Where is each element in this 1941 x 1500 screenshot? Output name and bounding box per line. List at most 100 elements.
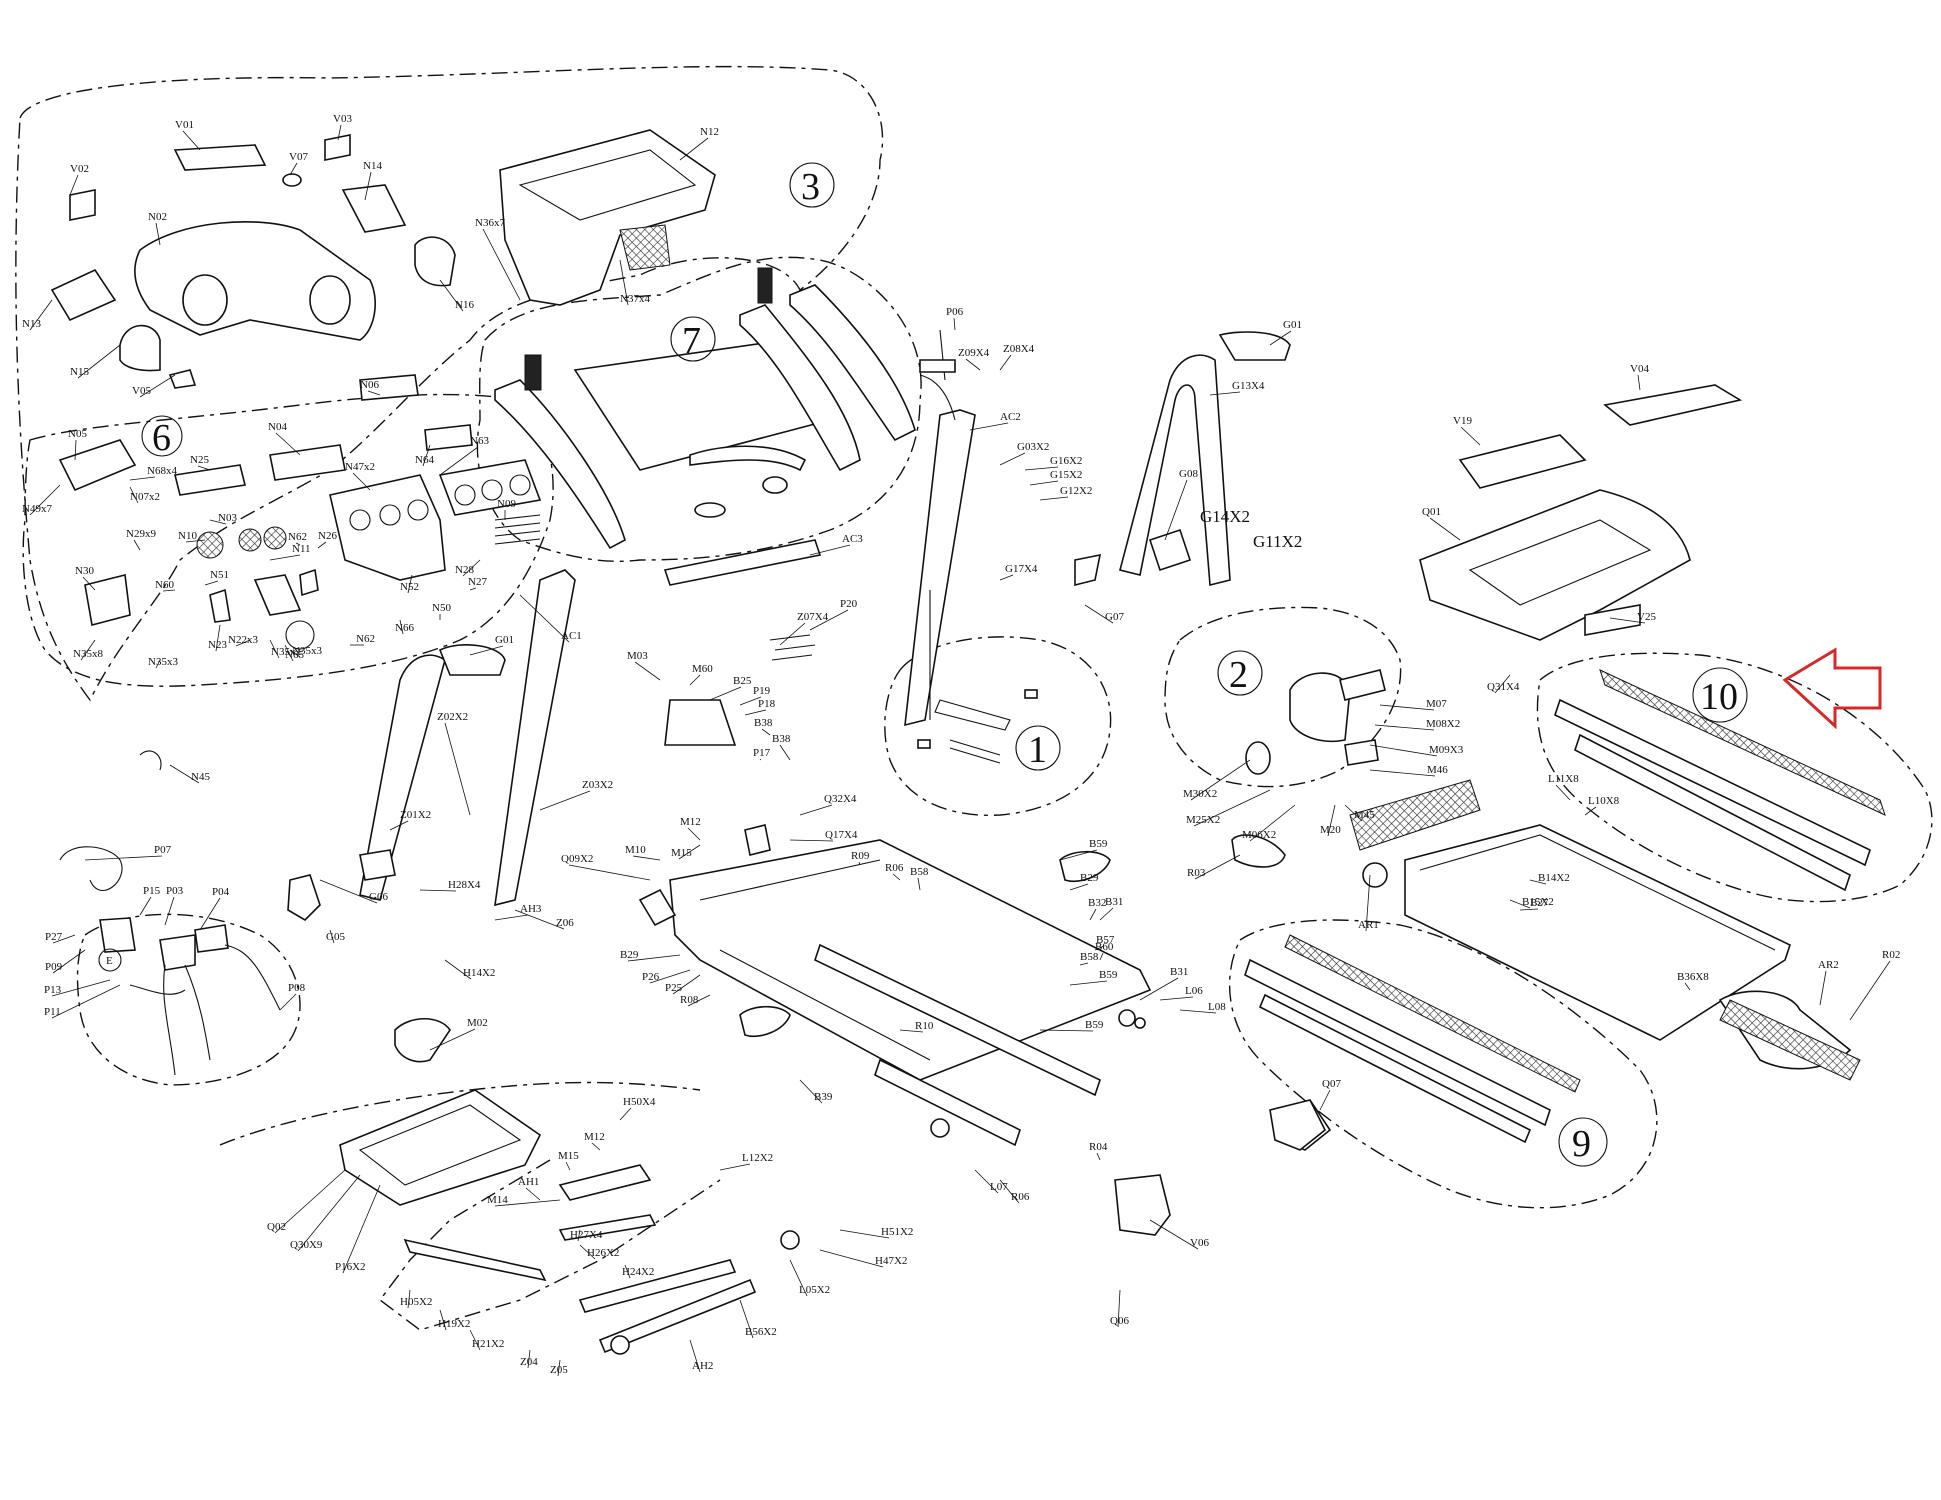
leader-line xyxy=(319,879,378,904)
leader-line xyxy=(494,1199,561,1207)
leader-line xyxy=(689,674,701,686)
leader-line xyxy=(1429,517,1461,541)
part-label: AC2 xyxy=(1000,411,1021,423)
part-label: Z08X4 xyxy=(1003,343,1035,355)
group-numbers: 3 7 6 1 2 10 9 E xyxy=(98,162,1748,1167)
leader-line xyxy=(1190,759,1251,801)
group-outline-1 xyxy=(884,636,1112,817)
part-label: R04 xyxy=(1089,1141,1108,1153)
leader-line xyxy=(892,873,901,881)
leader-line xyxy=(514,909,565,930)
part-label: N02 xyxy=(148,211,167,223)
part-label: P16X2 xyxy=(335,1261,366,1273)
leader-line xyxy=(422,444,431,467)
leader-line xyxy=(1369,769,1436,777)
leader-line xyxy=(1193,789,1271,827)
group-number-9: 9 xyxy=(1572,1123,1591,1165)
part-label: Q02 xyxy=(267,1221,286,1233)
leader-line xyxy=(999,452,1026,466)
leader-line xyxy=(1819,970,1827,1006)
group-outline-7 xyxy=(476,256,922,562)
leader-line xyxy=(789,1259,808,1297)
leader-line xyxy=(155,659,161,669)
part-label: N49x7 xyxy=(22,503,52,515)
leader-line xyxy=(1369,744,1438,757)
wiring-assembly xyxy=(59,750,281,1076)
leader-line xyxy=(689,1339,701,1373)
part-label: Q07 xyxy=(1322,1078,1341,1090)
leader-lines xyxy=(29,124,1891,1377)
group-outline-10 xyxy=(1536,652,1933,903)
leader-line xyxy=(129,476,156,481)
part-label: N26 xyxy=(318,530,337,542)
leader-line xyxy=(84,855,163,861)
leader-line xyxy=(858,861,861,866)
part-label: B57 xyxy=(1096,934,1115,946)
part-label: P13 xyxy=(44,984,62,996)
part-label: P26 xyxy=(642,971,660,983)
part-label: N07x2 xyxy=(130,491,160,503)
leader-line xyxy=(1327,804,1336,837)
leader-line xyxy=(627,954,681,962)
leader-line xyxy=(29,484,61,516)
leader-line xyxy=(77,344,121,379)
part-label: G12X2 xyxy=(1060,485,1092,497)
leader-line xyxy=(687,827,701,841)
part-label: N25 xyxy=(190,454,209,466)
part-label: B60 xyxy=(1095,941,1114,953)
leader-line xyxy=(799,1079,823,1104)
leader-line xyxy=(719,1163,751,1171)
part-label: L12X2 xyxy=(742,1152,773,1164)
part-label: N23 xyxy=(208,639,227,651)
part-label: P06 xyxy=(946,306,964,318)
leader-line xyxy=(429,1028,476,1051)
part-label: Z02X2 xyxy=(437,711,468,723)
leader-line xyxy=(139,896,152,916)
part-label: N47x2 xyxy=(345,461,375,473)
part-label: Q30X9 xyxy=(290,1239,323,1251)
part-label: M60 xyxy=(692,663,713,675)
part-label: R06 xyxy=(885,862,904,874)
part-label: N30 xyxy=(75,565,94,577)
part-label: G08 xyxy=(1179,468,1198,480)
leader-line xyxy=(1194,854,1241,880)
part-label: B31 xyxy=(1170,966,1188,978)
leader-line xyxy=(342,1184,381,1274)
part-label: R02 xyxy=(1882,949,1900,961)
part-label: V05 xyxy=(132,385,151,397)
leader-line xyxy=(407,574,413,594)
part-label: N14 xyxy=(363,160,382,172)
part-label: AC1 xyxy=(561,630,582,642)
part-label: N35x3 xyxy=(148,656,178,668)
part-label: B39 xyxy=(814,1091,833,1103)
part-label: P09 xyxy=(45,961,63,973)
part-label: N15 xyxy=(70,366,89,378)
leader-line xyxy=(519,594,570,643)
part-label: G03X2 xyxy=(1017,441,1049,453)
part-label: Z04 xyxy=(520,1356,538,1368)
leader-line xyxy=(204,580,219,586)
part-label: G13X4 xyxy=(1232,380,1265,392)
leader-line xyxy=(162,589,176,592)
leader-line xyxy=(139,374,176,398)
group1-parts xyxy=(917,689,1038,764)
leader-line xyxy=(739,1299,754,1339)
leader-line xyxy=(439,446,479,476)
leader-line xyxy=(1179,1009,1217,1014)
leader-line xyxy=(999,354,1012,371)
part-label: AR2 xyxy=(1818,959,1839,971)
leader-line xyxy=(274,1169,346,1234)
lift-assembly xyxy=(339,1018,1332,1355)
group-number-10: 10 xyxy=(1700,676,1738,718)
part-label: N63 xyxy=(470,435,489,447)
part-label: G06 xyxy=(369,891,388,903)
part-label: N50 xyxy=(432,602,451,614)
leader-line xyxy=(619,1107,632,1121)
part-label: P11 xyxy=(44,1006,61,1018)
part-labels: V01V02V03V07N02N12N13N14N15N16V05N36x7N3… xyxy=(22,113,1900,1376)
part-label: P18 xyxy=(758,698,776,710)
leader-line xyxy=(197,465,211,471)
part-label: N36x7 xyxy=(475,217,505,229)
part-label: M15 xyxy=(558,1150,579,1162)
leader-line xyxy=(619,259,629,306)
